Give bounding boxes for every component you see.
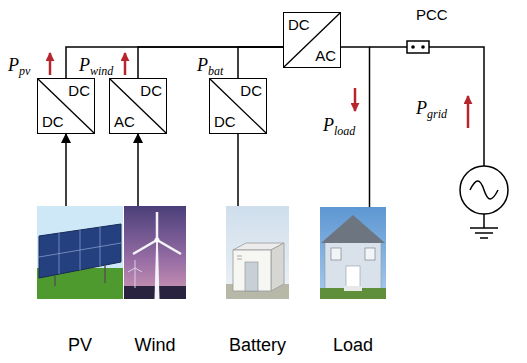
sine-wave [470, 181, 498, 199]
house-wall [325, 240, 381, 290]
far-turbine [135, 268, 136, 288]
house-roof [321, 215, 385, 243]
panel-leg [104, 265, 106, 283]
photo-panel: Wind [124, 206, 186, 299]
power-label: Pload [323, 115, 355, 137]
fuse-contact [411, 45, 415, 49]
load-photo [320, 207, 386, 299]
power-flow-arrow [467, 96, 470, 128]
converter-diagonal [110, 79, 166, 133]
converter-box: DC DC [209, 78, 267, 134]
ground-symbol [475, 232, 493, 234]
photo-panel: Load [320, 207, 386, 299]
sky [226, 206, 289, 299]
connector-group [66, 47, 370, 207]
ground-symbol [480, 237, 488, 239]
connector-wire [66, 47, 283, 78]
power-label: Pwind [79, 55, 113, 77]
battery-photo [226, 206, 289, 299]
turbine-blade [156, 212, 159, 240]
connector-wire [137, 134, 139, 206]
turbine-blade [133, 240, 157, 254]
panel-grid [39, 243, 121, 257]
turbine-hub [155, 238, 160, 243]
converter-diagonal [210, 79, 266, 133]
converter-box: DC AC [109, 78, 167, 134]
converter-label: DC [240, 83, 262, 98]
photo-panel: Battery [226, 206, 289, 299]
source-label: Battery [229, 335, 286, 355]
wind-photo [124, 206, 186, 299]
fuse-contact [421, 45, 425, 49]
window [331, 248, 341, 260]
far-turbine [135, 268, 142, 272]
connector-wire [238, 47, 283, 78]
sky [37, 206, 123, 299]
container-front [233, 250, 271, 291]
converter-box: DC AC [283, 12, 341, 68]
window [365, 248, 375, 260]
power-flow-arrow [124, 53, 127, 75]
turbine-blade [157, 240, 181, 254]
source-label: PV [68, 335, 92, 355]
converter-diagonal [284, 13, 340, 67]
vent [237, 259, 242, 260]
connector-wire [65, 134, 67, 206]
pcc-label: PCC [416, 6, 448, 23]
converter-label: AC [114, 114, 135, 129]
steps [344, 286, 362, 291]
ac-source-symbol [460, 166, 508, 214]
converter-label: DC [68, 83, 90, 98]
grid-wire [429, 47, 484, 166]
ground-wire [483, 214, 485, 228]
sky [124, 206, 186, 299]
converter-label: DC [288, 17, 310, 32]
solar-panel [39, 224, 121, 278]
connector-wire [138, 47, 283, 78]
power-label: Ppv [8, 55, 30, 77]
power-flow-arrow [49, 53, 52, 75]
photo-panel: PV [37, 206, 123, 299]
far-turbine [128, 268, 135, 272]
converter-label: DC [140, 83, 162, 98]
converter-label: AC [315, 48, 336, 63]
source-label: Load [333, 335, 373, 355]
power-flow-arrow [354, 88, 357, 111]
ground-symbol [470, 227, 498, 229]
power-label: Pbat [197, 55, 223, 77]
container-side [271, 243, 284, 291]
pv-photo [37, 206, 123, 299]
connector-wire [237, 134, 239, 206]
converter-diagonal [38, 79, 94, 133]
vent [237, 256, 242, 257]
panel-leg [54, 276, 56, 286]
container-door [245, 262, 258, 291]
pcc-fuse [407, 41, 429, 53]
turbine-tower [155, 240, 160, 299]
sky [320, 207, 386, 299]
converter-box: DC DC [37, 78, 95, 134]
ac-bus-wire [370, 46, 407, 48]
power-label: Pgrid [416, 98, 447, 120]
source-label: Wind [134, 335, 175, 355]
converter-label: DC [214, 114, 236, 129]
far-turbine [135, 260, 136, 268]
converter-label: DC [42, 114, 64, 129]
